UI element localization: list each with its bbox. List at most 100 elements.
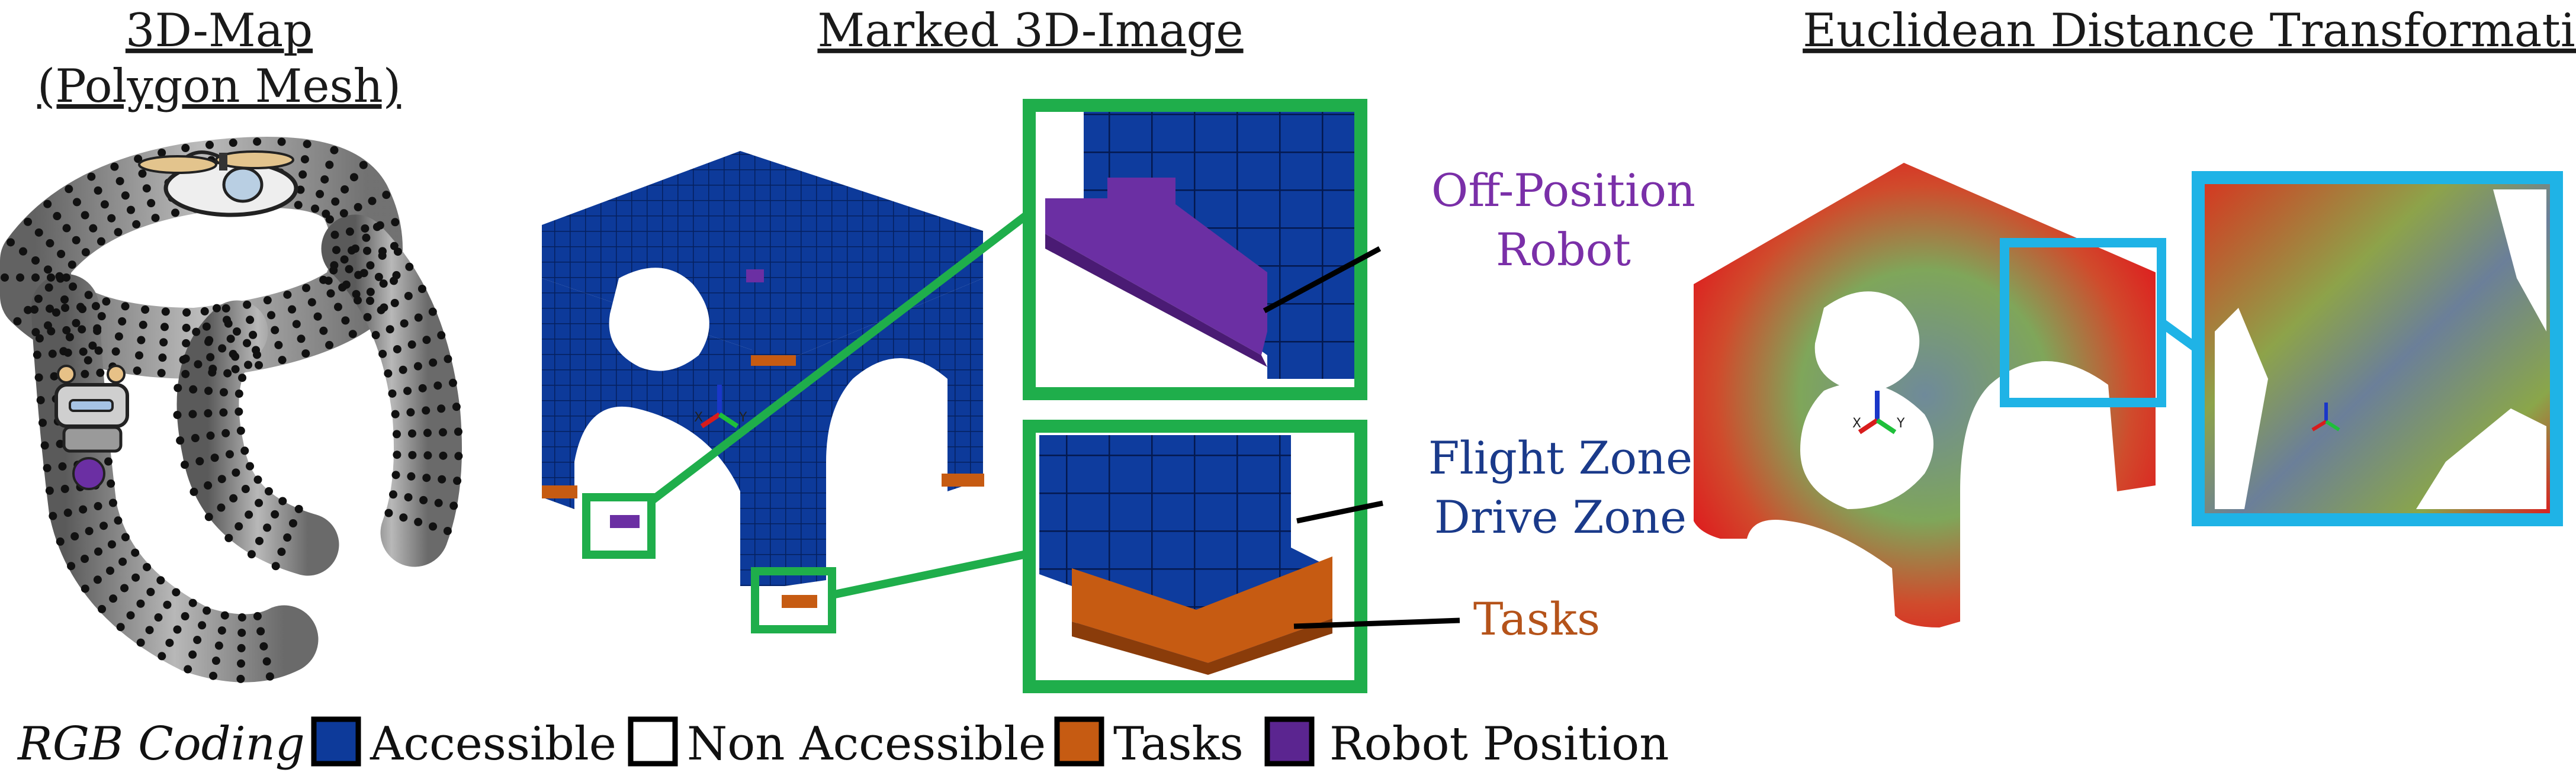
legend-label-accessible: Accessible xyxy=(370,717,616,771)
mesh-vertex-dot xyxy=(208,364,217,373)
mesh-vertex-dot xyxy=(319,326,328,335)
mesh-vertex-dot xyxy=(265,672,274,681)
mesh-vertex-dot xyxy=(31,256,40,265)
mesh-vertex-dot xyxy=(226,334,235,343)
mesh-vertex-dot xyxy=(256,627,265,636)
mesh-vertex-dot xyxy=(428,307,437,316)
mesh-vertices xyxy=(1,137,463,683)
axis-y-label-edt: Y xyxy=(1896,416,1905,431)
mesh-vertex-dot xyxy=(189,487,198,496)
mesh-vertex-dot xyxy=(351,244,359,253)
mesh-vertex-dot xyxy=(43,265,52,274)
mesh-vertex-dot xyxy=(417,285,426,294)
label-drive-zone: Drive Zone xyxy=(1434,491,1687,543)
mesh-vertex-dot xyxy=(31,273,40,282)
mesh-vertex-dot xyxy=(348,330,357,339)
mesh-vertex-dot xyxy=(388,490,397,499)
mesh-vertex-dot xyxy=(158,148,166,157)
mesh-vertex-dot xyxy=(189,385,198,394)
mesh-vertex-dot xyxy=(102,297,111,306)
mesh-vertex-dot xyxy=(61,304,69,312)
mesh-vertex-dot xyxy=(366,288,375,297)
mesh-vertex-dot xyxy=(13,317,22,326)
mesh-vertex-dot xyxy=(33,350,41,359)
mesh-vertex-dot xyxy=(121,302,130,311)
mesh-vertex-dot xyxy=(204,513,213,522)
mesh-vertex-dot xyxy=(219,388,228,397)
mesh-vertex-dot xyxy=(419,495,428,504)
mesh-vertex-dot xyxy=(407,429,416,438)
mesh-vertex-dot xyxy=(115,176,124,185)
mesh-vertex-dot xyxy=(288,305,297,314)
legend-label-robot-position: Robot Position xyxy=(1329,717,1669,771)
voxel-top-opening xyxy=(609,268,709,371)
mesh-vertex-dot xyxy=(147,199,156,208)
mesh-vertex-dot xyxy=(297,334,306,343)
mesh-vertex-dot xyxy=(342,280,351,289)
mesh-vertex-dot xyxy=(294,504,303,513)
mesh-vertex-dot xyxy=(221,429,230,437)
mesh-vertex-dot xyxy=(341,185,349,194)
mesh-vertex-dot xyxy=(157,369,166,378)
mesh-vertex-dot xyxy=(34,294,43,303)
mesh-vertex-dot xyxy=(91,302,100,311)
mesh-vertex-dot xyxy=(202,322,211,331)
edt-panel: X Y xyxy=(1694,163,2563,627)
rgb-legend: RGB Coding Accessible Non Accessible Tas… xyxy=(17,716,1669,771)
mesh-vertex-dot xyxy=(423,429,432,437)
mesh-vertex-dot xyxy=(217,475,226,484)
mesh-vertex-dot xyxy=(81,369,89,378)
mesh-vertex-dot xyxy=(180,461,189,469)
mesh-vertex-dot xyxy=(353,296,362,305)
label-tasks: Tasks xyxy=(1473,593,1600,645)
mesh-vertex-dot xyxy=(378,251,387,260)
mesh-vertex-dot xyxy=(158,652,166,661)
mesh-vertex-dot xyxy=(325,340,334,349)
mesh-vertex-dot xyxy=(253,475,262,484)
mesh-vertex-dot xyxy=(88,341,97,350)
mesh-vertex-dot xyxy=(72,236,81,244)
zoom-box-robot xyxy=(582,493,656,559)
leader-off-position xyxy=(1263,246,1382,313)
mesh-vertex-dot xyxy=(438,475,447,484)
mesh-vertex-dot xyxy=(111,347,120,356)
mesh-vertex-dot xyxy=(141,305,150,314)
mesh-vertex-dot xyxy=(391,471,400,480)
mesh-vertex-dot xyxy=(81,211,89,220)
mesh-vertex-dot xyxy=(277,548,286,556)
heading-3d-map: 3D-Map xyxy=(126,4,313,57)
mesh-vertex-dot xyxy=(182,308,191,317)
mesh-vertex-dot xyxy=(301,349,310,358)
mesh-vertex-dot xyxy=(36,395,45,404)
mesh-vertex-dot xyxy=(46,304,54,313)
mesh-vertex-dot xyxy=(386,325,394,334)
mesh-vertex-dot xyxy=(52,308,60,317)
mesh-vertex-dot xyxy=(46,239,54,247)
mesh-vertex-dot xyxy=(118,317,127,326)
mesh-vertex-dot xyxy=(330,146,339,155)
mesh-vertex-dot xyxy=(65,333,74,342)
mesh-vertex-dot xyxy=(94,186,102,195)
mesh-vertex-dot xyxy=(278,497,287,506)
mesh-vertex-dot xyxy=(453,477,462,485)
mesh-vertex-dot xyxy=(184,665,192,674)
mesh-vertex-dot xyxy=(288,519,297,527)
mesh-vertex-dot xyxy=(188,650,197,659)
mesh-vertex-dot xyxy=(81,248,90,257)
mesh-vertex-dot xyxy=(365,297,374,305)
mesh-vertex-dot xyxy=(439,451,448,460)
mesh-vertex-dot xyxy=(98,604,107,613)
mesh-vertex-dot xyxy=(16,273,24,282)
mesh-vertex-dot xyxy=(391,218,400,227)
mesh-vertex-dot xyxy=(354,202,362,211)
mesh-vertex-dot xyxy=(422,336,431,345)
mesh-vertex-dot xyxy=(229,494,238,503)
mesh-vertex-dot xyxy=(94,547,102,556)
zoom-connector-tasks xyxy=(831,549,1030,599)
mesh-vertex-dot xyxy=(43,464,52,472)
mesh-vertex-dot xyxy=(47,273,55,282)
mesh-vertex-dot xyxy=(331,197,340,206)
mesh-vertex-dot xyxy=(145,626,154,635)
mesh-vertex-dot xyxy=(253,137,262,146)
mesh-vertex-dot xyxy=(206,431,215,440)
